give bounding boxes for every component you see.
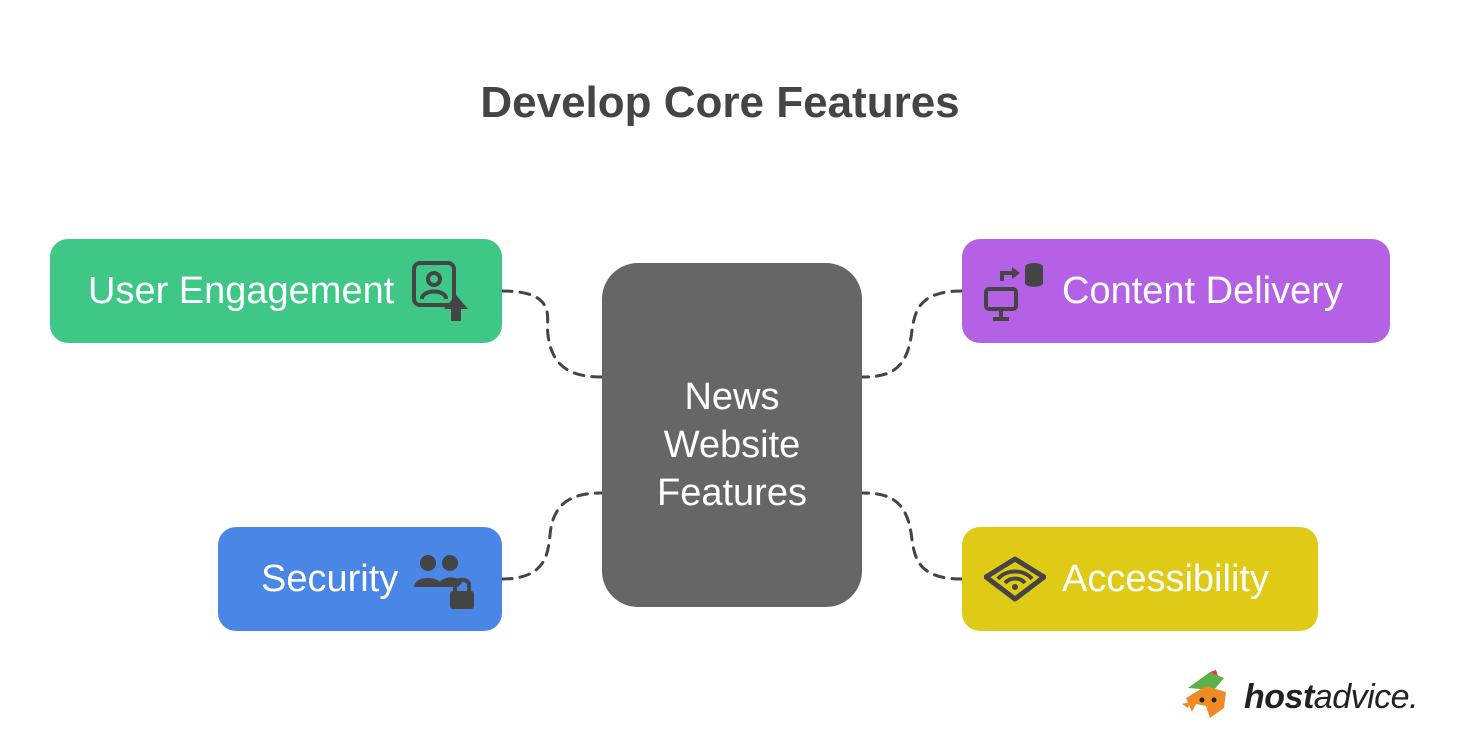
feature-label: User Engagement [88, 269, 395, 312]
connector-security [500, 491, 604, 581]
connector-engagement [500, 289, 604, 379]
center-node: News Website Features [602, 263, 862, 607]
database-transfer-icon [984, 259, 1046, 323]
center-line: Features [657, 472, 807, 514]
center-line: Website [663, 424, 801, 466]
feature-content-delivery: Content Delivery [962, 239, 1390, 343]
users-lock-icon [414, 547, 476, 611]
feature-security: Security [218, 527, 502, 631]
user-upload-icon [410, 259, 470, 323]
feature-label: Security [261, 557, 399, 600]
logo-text: hostadvice. [1244, 678, 1419, 716]
connector-delivery [860, 289, 964, 379]
feature-label: Content Delivery [1062, 269, 1343, 312]
connector-accessibility [860, 491, 964, 581]
page-title: Develop Core Features [480, 78, 960, 127]
center-line: News [684, 376, 780, 418]
wifi-signal-icon [984, 553, 1046, 605]
hostadvice-logo: hostadvice. [1180, 668, 1419, 727]
feature-accessibility: Accessibility [962, 527, 1318, 631]
feature-user-engagement: User Engagement [50, 239, 502, 343]
fox-mascot-icon [1180, 668, 1238, 727]
feature-label: Accessibility [1062, 557, 1269, 600]
